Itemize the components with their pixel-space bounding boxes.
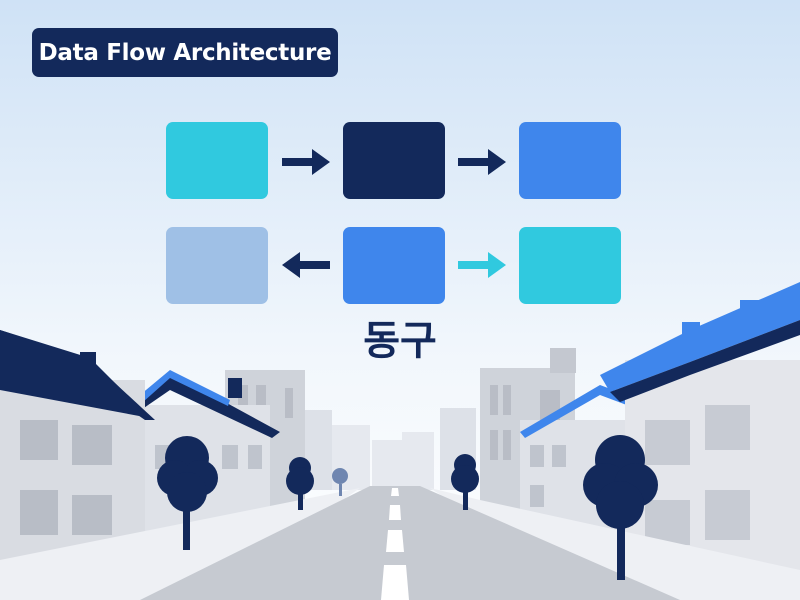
- flow-node-4[interactable]: [166, 227, 268, 304]
- flow-node-5[interactable]: [343, 227, 445, 304]
- arrow-right-icon: [458, 252, 506, 278]
- road-markings: [381, 488, 409, 600]
- tree-right-large: [583, 435, 658, 580]
- right-sidewalk: [430, 488, 800, 600]
- arrow-right-icon: [282, 149, 330, 175]
- tree-left-small: [286, 457, 314, 510]
- arrow-left-icon: [282, 252, 330, 278]
- tree-right-small: [451, 454, 479, 510]
- left-sidewalk: [0, 488, 360, 600]
- flow-node-6[interactable]: [519, 227, 621, 304]
- diagram-title: Data Flow Architecture: [32, 28, 338, 77]
- arrow-right-icon: [458, 149, 506, 175]
- flow-node-1[interactable]: [166, 122, 268, 199]
- tree-left-large: [157, 436, 218, 550]
- flow-node-3[interactable]: [519, 122, 621, 199]
- tree-left-tiny: [332, 468, 348, 496]
- caption-label: 동구: [363, 318, 437, 364]
- flow-node-2[interactable]: [343, 122, 445, 199]
- road: [140, 486, 680, 600]
